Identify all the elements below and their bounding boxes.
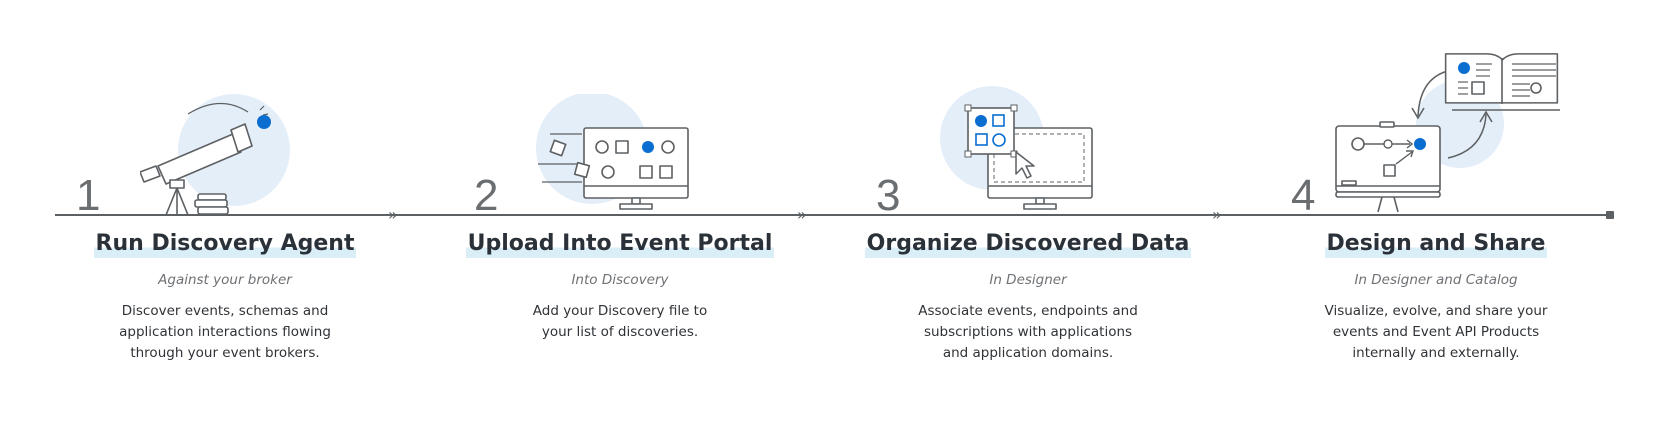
step-subtitle: Against your broker [158,272,292,288]
step-title-text: Run Discovery Agent [93,230,357,258]
timeline-end-marker [1606,211,1614,219]
step-subtitle: In Designer [989,272,1067,288]
step-title-text: Upload Into Event Portal [465,230,775,258]
monitor-upload-icon [536,94,689,210]
description-line: Associate events, endpoints and [918,303,1138,319]
step-subtitle: In Designer and Catalog [1354,272,1518,288]
description-line: Add your Discovery file to [532,303,708,319]
catalog-share-icon [1335,53,1560,212]
description-line: Discover events, schemas and [121,303,329,319]
description-line: your list of discoveries. [541,324,699,340]
step-description: Associate events, endpoints and subscrip… [848,301,1208,364]
step-subtitle: Into Discovery [571,272,669,288]
step-title-text: Design and Share [1324,230,1548,258]
step-description: Discover events, schemas and application… [55,301,395,364]
description-line: and application domains. [942,345,1114,361]
description-line: Visualize, evolve, and share your [1324,303,1548,319]
step-title: Organize Discovered Data [848,230,1208,260]
step-number: 3 [876,171,901,220]
description-line: internally and externally. [1352,345,1520,361]
step-number: 1 [76,171,101,220]
chevron-right-icon: ›› [797,205,807,224]
telescope-icon [140,94,290,214]
chevron-right-icon: ›› [1212,205,1222,224]
description-line: events and Event API Products [1332,324,1540,340]
step-number: 4 [1291,171,1316,220]
step-description: Visualize, evolve, and share your events… [1256,301,1616,364]
step-title-text: Organize Discovered Data [864,230,1192,258]
step-title: Run Discovery Agent [55,230,395,260]
chevron-right-icon: ›› [388,205,398,224]
step-description: Add your Discovery file to your list of … [440,301,800,343]
monitor-organize-icon [940,86,1093,210]
timeline-line [55,214,1612,216]
step-title: Upload Into Event Portal [440,230,800,260]
description-line: application interactions flowing [119,324,331,340]
description-line: through your event brokers. [130,345,320,361]
description-line: subscriptions with applications [923,324,1133,340]
step-number: 2 [474,171,499,220]
step-title: Design and Share [1256,230,1616,260]
